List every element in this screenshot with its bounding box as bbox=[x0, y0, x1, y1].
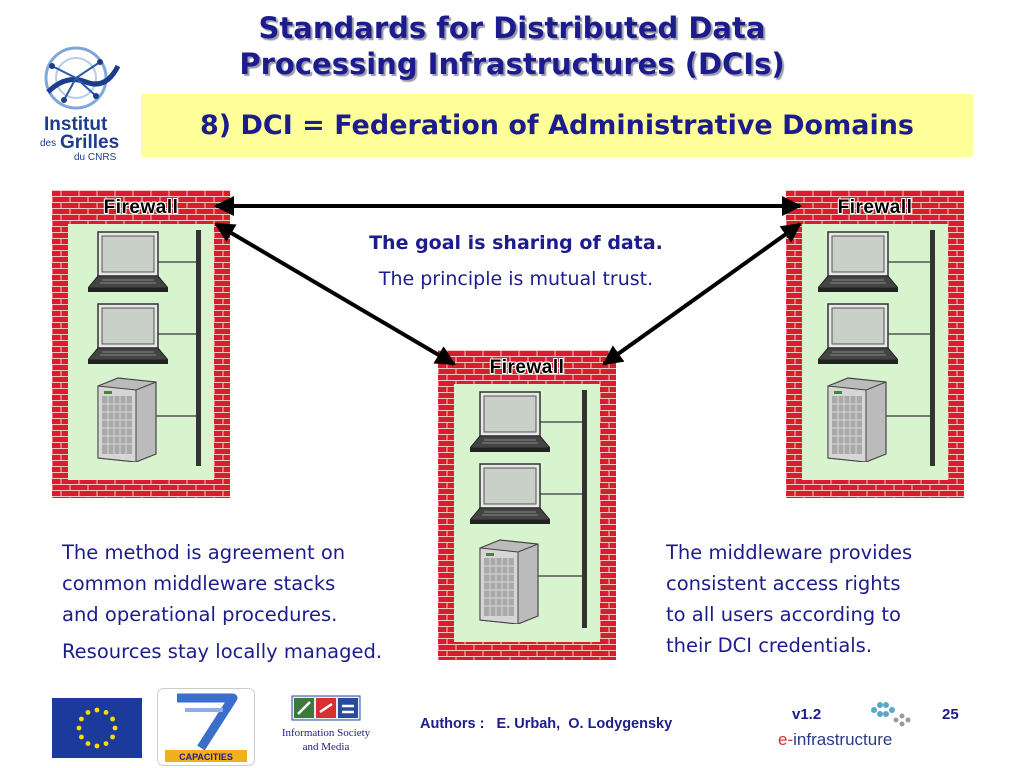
ism-line2: and Media bbox=[303, 741, 350, 753]
einfra-main: infrastructure bbox=[793, 730, 893, 749]
authors-credit: Authors : E. Urbah, O. Lodygensky bbox=[420, 716, 673, 732]
einfra-prefix: e- bbox=[778, 730, 794, 749]
method-line2: common middleware stacks bbox=[62, 572, 336, 595]
middleware-line1: The middleware provides bbox=[666, 541, 913, 564]
firewall-label-right: Firewall bbox=[837, 197, 913, 218]
principle-text: The principle is mutual trust. bbox=[378, 268, 654, 290]
domain-left: Firewall bbox=[52, 190, 230, 498]
logo-line3: du CNRS bbox=[74, 152, 117, 163]
slide-title-line2: Processing Infrastructures (DCIs) bbox=[239, 47, 785, 81]
middleware-line2: consistent access rights bbox=[666, 572, 901, 595]
slide-title: Standards for Distributed Data Processin… bbox=[140, 10, 884, 82]
method-line1: The method is agreement on bbox=[62, 541, 346, 564]
logo-line1: Institut bbox=[44, 114, 108, 135]
method-line3: and operational procedures. bbox=[62, 603, 338, 626]
e-infrastructure-dots-icon bbox=[871, 702, 911, 727]
middleware-line3: to all users according to bbox=[666, 603, 901, 626]
version-label: v1.2 bbox=[792, 706, 822, 723]
logo-line2-prefix: des bbox=[40, 138, 56, 149]
fp7-capacities-logo: CAPACITIES bbox=[157, 688, 255, 766]
domain-right-graphic bbox=[786, 190, 964, 498]
page-number: 25 bbox=[942, 706, 959, 723]
method-text: The method is agreement on common middle… bbox=[62, 537, 442, 667]
subtitle-banner: 8) DCI = Federation of Administrative Do… bbox=[141, 94, 973, 157]
middleware-text: The middleware provides consistent acces… bbox=[666, 537, 986, 661]
method-line4: Resources stay locally managed. bbox=[62, 640, 383, 663]
goal-text: The goal is sharing of data. bbox=[369, 232, 663, 254]
logo-line2-main: Grilles bbox=[60, 132, 119, 153]
fp7-label: CAPACITIES bbox=[179, 752, 233, 762]
information-society-logo: Information Society and Media bbox=[282, 695, 371, 753]
slide-subtitle: 8) DCI = Federation of Administrative Do… bbox=[199, 110, 915, 141]
arrow-left-center bbox=[214, 222, 456, 366]
firewall-label-left: Firewall bbox=[103, 197, 179, 218]
domain-center: Firewall bbox=[438, 350, 616, 660]
eu-flag-logo bbox=[52, 698, 142, 758]
middleware-line4: their DCI credentials. bbox=[666, 634, 873, 657]
domain-center-graphic bbox=[438, 350, 616, 660]
domain-right: Firewall bbox=[786, 190, 964, 498]
firewall-label-center: Firewall bbox=[489, 357, 565, 378]
e-infrastructure-logo: e-infrastructure bbox=[778, 730, 892, 750]
arrow-right-center bbox=[602, 222, 802, 366]
institut-des-grilles-logo: Institut des Grilles du CNRS bbox=[40, 46, 121, 163]
ism-line1: Information Society bbox=[282, 727, 371, 739]
domain-left-graphic bbox=[52, 190, 230, 498]
slide-title-line1: Standards for Distributed Data bbox=[258, 11, 766, 45]
